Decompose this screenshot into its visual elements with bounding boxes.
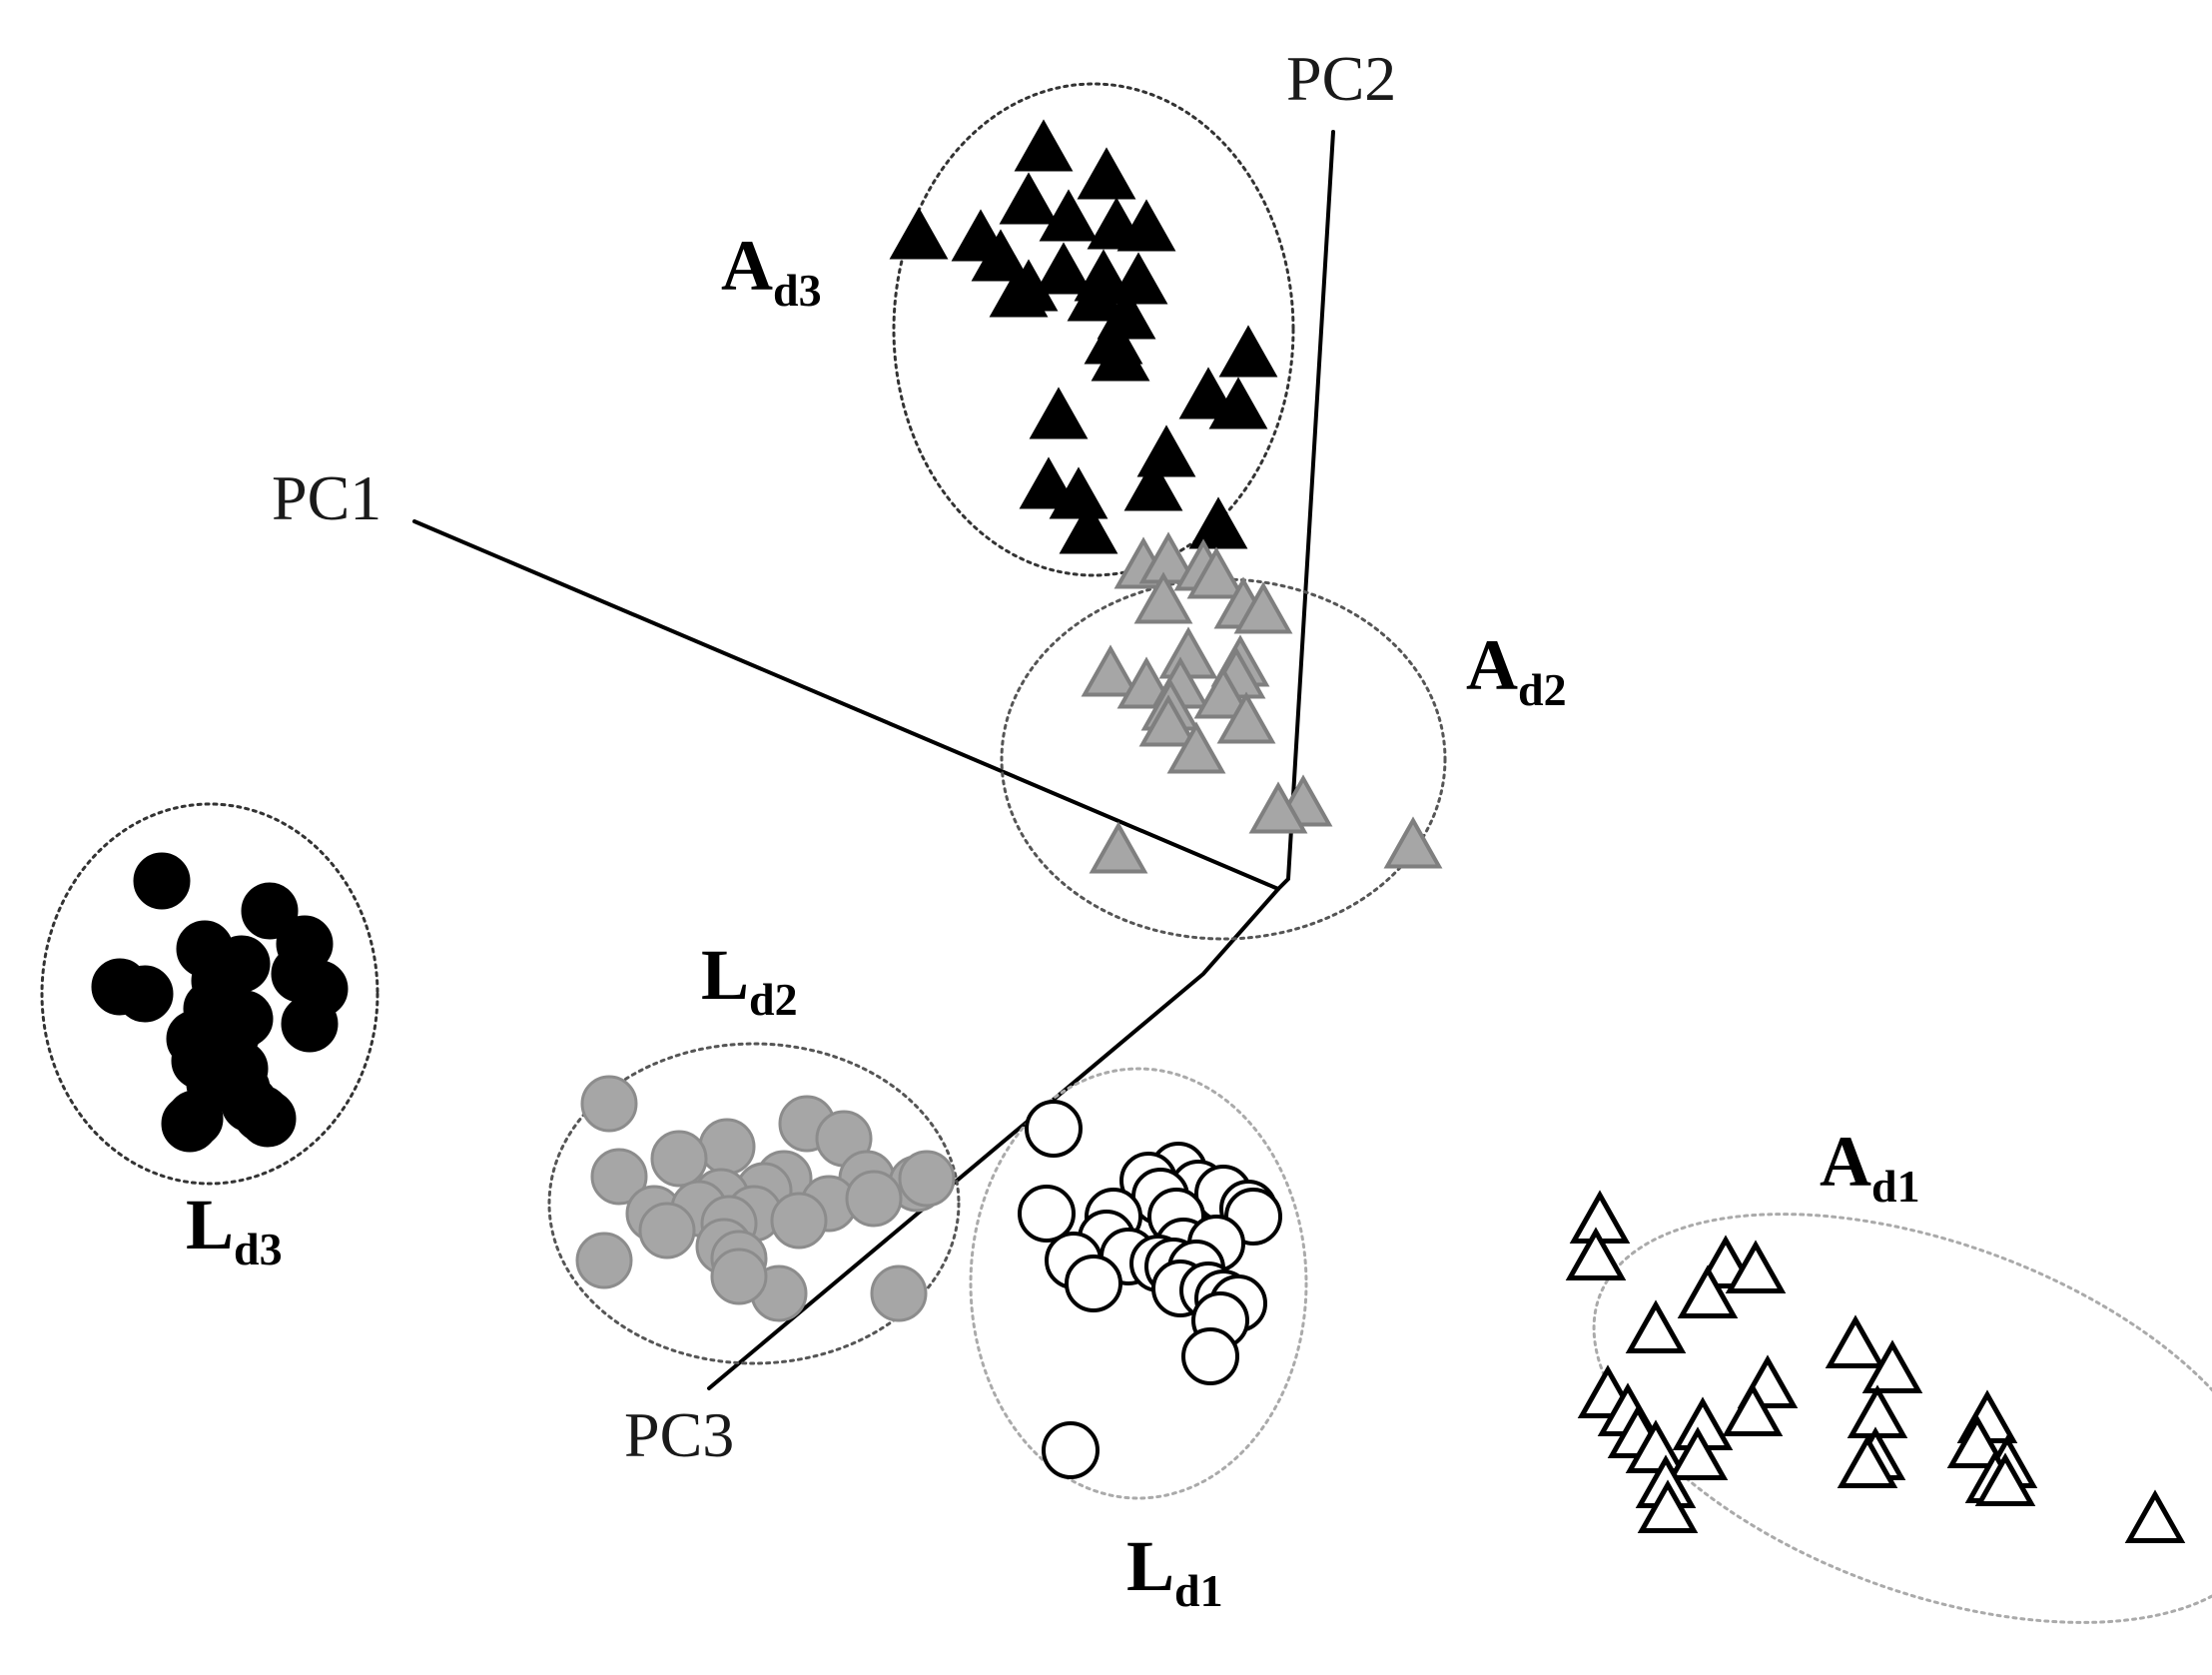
point-ld3-14 [281, 995, 339, 1053]
point-ld2-5 [590, 1148, 648, 1206]
point-ld3-22 [161, 1095, 219, 1153]
point-ld3-0 [133, 852, 191, 910]
ellipse-ad3 [892, 82, 1295, 577]
point-ad3-19 [1178, 367, 1238, 419]
point-ad1-7 [1861, 1339, 1923, 1393]
point-ld3-6 [91, 958, 149, 1016]
ellipse-ld2 [547, 1042, 961, 1365]
point-ad3-5 [971, 229, 1031, 282]
pc2-axis-label: PC2 [1286, 43, 1396, 114]
point-ad3-17 [1091, 329, 1150, 382]
point-ld2-25 [870, 1264, 928, 1322]
point-ad3-13 [1067, 269, 1126, 322]
point-ad3-6 [1039, 189, 1099, 242]
point-ad3-18 [1218, 325, 1278, 378]
series-ld2 [575, 1075, 956, 1322]
point-ad2-19 [1248, 781, 1308, 834]
point-ld3-1 [241, 882, 299, 940]
ellipse-ad1 [1592, 1213, 2212, 1624]
point-ld1-0 [1025, 1100, 1083, 1158]
point-ld3-23 [239, 1090, 297, 1148]
point-ad1-25 [1637, 1479, 1699, 1533]
point-ad1-6 [1825, 1314, 1886, 1368]
series-ld3 [91, 852, 349, 1153]
axes: PC1 PC2 PC3 [272, 43, 1396, 1470]
point-ad2-7 [1158, 626, 1218, 679]
point-ld2-24 [710, 1248, 768, 1305]
point-ld1-26 [1042, 1421, 1100, 1479]
point-ld2-18 [638, 1202, 696, 1259]
cluster-ellipses [40, 82, 2212, 1624]
pc3-axis-label: PC3 [624, 1399, 734, 1470]
point-ad1-22 [1837, 1434, 1898, 1488]
point-ad3-3 [889, 207, 949, 260]
series-ad1 [1565, 1190, 2186, 1543]
point-ad1-15 [1625, 1419, 1687, 1473]
point-ad1-3 [1725, 1240, 1787, 1293]
cluster-label-ld2: Ld2 [701, 935, 798, 1025]
point-ad3-21 [1029, 387, 1089, 439]
point-ad2-16 [1216, 691, 1276, 744]
point-ad3-8 [1116, 199, 1176, 252]
point-ad3-24 [1049, 466, 1108, 519]
point-ad2-3 [1186, 546, 1246, 599]
point-ad3-26 [1059, 501, 1118, 554]
point-ad2-17 [1166, 721, 1226, 774]
point-ld2-19 [770, 1192, 828, 1250]
point-ad3-22 [1136, 424, 1196, 477]
point-ad2-13 [1193, 666, 1253, 719]
point-ad1-24 [1974, 1452, 2036, 1506]
point-ld2-0 [580, 1075, 638, 1133]
cluster-label-ld3: Ld3 [186, 1185, 283, 1274]
point-ld2-4 [650, 1130, 708, 1188]
data-points [91, 119, 2186, 1543]
point-ad2-20 [1089, 821, 1148, 874]
point-ad1-16 [1667, 1426, 1729, 1480]
series-ad2 [1081, 531, 1443, 874]
ellipse-ld1 [969, 1067, 1308, 1500]
pc1-axis-label: PC1 [272, 462, 381, 533]
point-ad3-23 [1019, 456, 1079, 509]
point-ad1-26 [2124, 1489, 2186, 1543]
cluster-labels: Ad3 Ad2 Ad1 Ld3 Ld2 Ld1 [186, 226, 1920, 1616]
point-ad2-6 [1233, 581, 1293, 634]
pc2-axis-line [1276, 130, 1335, 891]
point-ad3-20 [1208, 377, 1268, 429]
point-ad2-15 [1138, 694, 1198, 747]
point-ld2-22 [575, 1232, 633, 1289]
point-ld1-6 [1018, 1185, 1076, 1243]
point-ld2-3 [698, 1118, 756, 1176]
point-ad1-5 [1625, 1299, 1687, 1353]
point-ld1-25 [1181, 1327, 1239, 1385]
point-ad1-1 [1565, 1227, 1627, 1280]
cluster-label-ad3: Ad3 [721, 226, 822, 316]
ellipse-ad2 [1000, 577, 1447, 941]
pc3-axis-line [707, 887, 1280, 1390]
point-ad3-2 [999, 172, 1059, 225]
series-ad3 [889, 119, 1278, 554]
cluster-label-ld1: Ld1 [1126, 1526, 1223, 1616]
series-ld1 [1018, 1100, 1282, 1479]
point-ad3-27 [1188, 496, 1248, 549]
point-ad2-21 [1383, 816, 1443, 869]
cluster-label-ad1: Ad1 [1820, 1122, 1920, 1212]
point-ld2-14 [845, 1170, 903, 1228]
point-ad3-1 [1077, 147, 1136, 200]
point-ad2-9 [1081, 644, 1140, 697]
pc1-axis-line [412, 519, 1280, 891]
point-ad1-4 [1677, 1264, 1739, 1318]
cluster-label-ad2: Ad2 [1466, 625, 1567, 715]
point-ad3-0 [1014, 119, 1074, 172]
point-ad1-11 [1846, 1384, 1908, 1438]
point-ad3-9 [1034, 242, 1094, 295]
ellipse-ld3 [40, 802, 379, 1186]
point-ld1-19 [1065, 1255, 1122, 1312]
point-ad3-25 [1123, 458, 1183, 511]
point-ad1-12 [1722, 1382, 1784, 1436]
point-ad2-4 [1133, 571, 1193, 624]
point-ad1-19 [1946, 1414, 2008, 1468]
point-ad3-14 [989, 265, 1049, 318]
point-ld2-11 [898, 1150, 956, 1208]
